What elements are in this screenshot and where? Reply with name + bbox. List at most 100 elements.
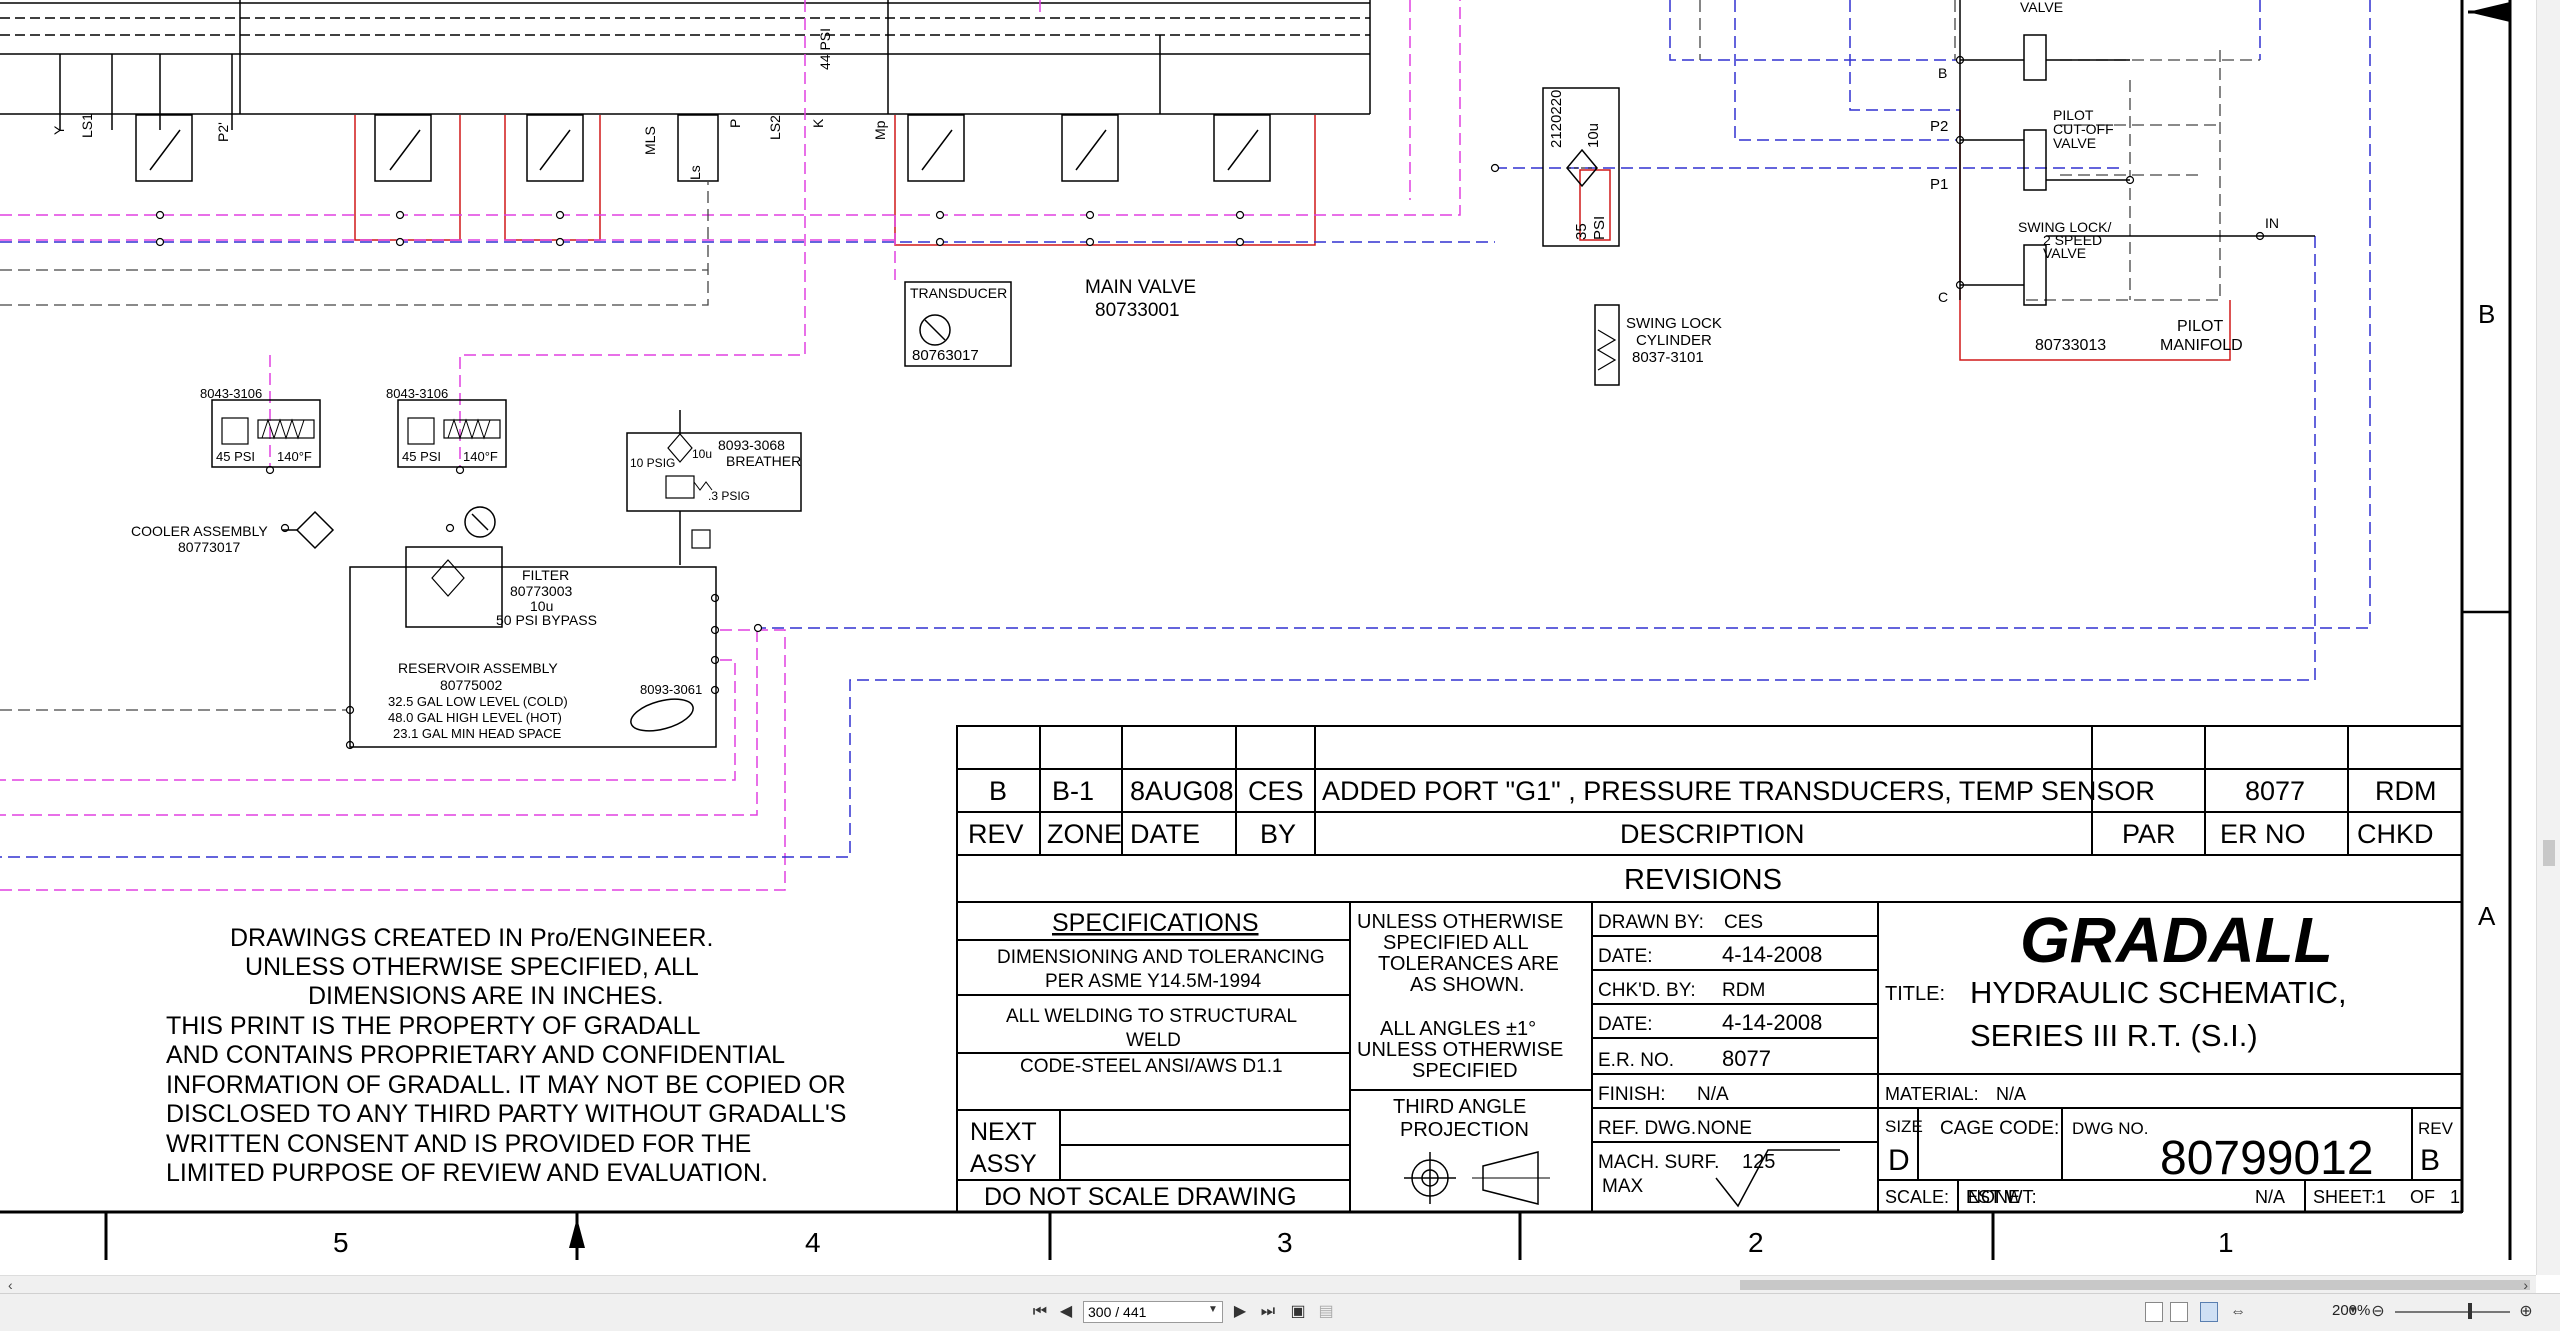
transducer-pn: 80763017: [912, 347, 979, 364]
main-valve-sections: [135, 114, 1271, 182]
swing-cyl-1: SWING LOCK: [1626, 315, 1722, 332]
title-block-grid: [957, 902, 2462, 1212]
tol-line-5: ALL ANGLES ±1°: [1380, 1018, 1536, 1040]
filter-label-3: 10u: [530, 598, 553, 614]
rev-er-value: 8077: [2245, 776, 2305, 806]
single-page-view-icon[interactable]: [2145, 1302, 2163, 1322]
breather-label: BREATHER: [726, 453, 801, 469]
page-dropdown-icon[interactable]: ▼: [1208, 1304, 1218, 1315]
zone-3: 3: [1277, 1227, 1293, 1258]
finish-label: FINISH:: [1598, 1084, 1666, 1105]
reservoir-label-1: RESERVOIR ASSEMBLY: [398, 660, 558, 676]
title-line-2: SERIES III R.T. (S.I.): [1970, 1018, 2258, 1053]
zoom-out-icon[interactable]: ⊖: [2371, 1303, 2385, 1320]
spec-line-1: DIMENSIONING AND TOLERANCING: [997, 947, 1325, 968]
note-line-1: DRAWINGS CREATED IN Pro/ENGINEER.: [230, 924, 713, 952]
ref-dwg-label: REF. DWG.: [1598, 1118, 1696, 1139]
filter-label-2: 80773003: [510, 583, 573, 599]
mach-surf-value: 125: [1742, 1151, 1775, 1173]
port-k: K: [810, 118, 826, 128]
breather-10u: 10u: [692, 447, 712, 461]
zoom-slider[interactable]: [2395, 1311, 2510, 1313]
junction-dots: [155, 55, 2265, 750]
scroll-left-icon[interactable]: ‹: [8, 1277, 13, 1293]
title-label: TITLE:: [1885, 983, 1945, 1005]
relief-a-pn: 8043-3106: [200, 386, 262, 401]
relief-a-temp: 140°F: [277, 449, 312, 464]
next-label: NEXT: [970, 1118, 1037, 1146]
material-value: N/A: [1996, 1084, 2026, 1104]
reservoir: FILTER 80773003 10u 50 PSI BYPASS RESERV…: [349, 546, 717, 748]
scroll-right-icon[interactable]: ›: [2523, 1277, 2528, 1293]
note-line-7: DISCLOSED TO ANY THIRD PARTY WITHOUT GRA…: [166, 1100, 846, 1128]
rev-date-value: 8AUG08: [1130, 776, 1234, 806]
dwg-no-value: 80799012: [2160, 1132, 2374, 1185]
note-line-4: THIS PRINT IS THE PROPERTY OF GRADALL: [166, 1012, 700, 1040]
zone-5: 5: [333, 1227, 349, 1258]
do-not-scale: DO NOT SCALE DRAWING: [984, 1183, 1297, 1211]
horizontal-scrollbar[interactable]: ‹ ›: [0, 1275, 2536, 1294]
date-header: DATE: [1130, 819, 1200, 849]
pilot-filter-35: 35: [1573, 223, 1590, 240]
zoom-dropdown-icon[interactable]: ▼: [2348, 1305, 2358, 1316]
port-p: P: [727, 119, 743, 128]
vertical-scroll-thumb[interactable]: [2543, 840, 2555, 866]
zone-header: ZONE: [1047, 819, 1122, 849]
date2-label: DATE:: [1598, 1014, 1653, 1035]
chkd-label: CHK'D. BY:: [1598, 980, 1696, 1001]
first-page-icon[interactable]: ⏮: [1032, 1303, 1048, 1320]
zoom-in-icon[interactable]: ⊕: [2519, 1303, 2533, 1320]
tol-line-7: SPECIFIED: [1412, 1060, 1518, 1082]
reservoir-label-2: 80775002: [440, 677, 503, 693]
third-angle-symbol: [1404, 1151, 1550, 1205]
spec-line-5: CODE-STEEL ANSI/AWS D1.1: [1020, 1056, 1283, 1077]
compare-icon[interactable]: ▤: [1318, 1303, 1334, 1320]
main-valve-label: MAIN VALVE: [1085, 277, 1196, 298]
est-wt-value: N/A: [2255, 1187, 2285, 1207]
fit-width-icon[interactable]: ⇔: [2230, 1303, 2246, 1320]
rev-value: B: [989, 776, 1007, 806]
drawn-by-label: DRAWN BY:: [1598, 912, 1704, 933]
rev-zone-value: B-1: [1052, 776, 1094, 806]
date1-value: 4-14-2008: [1722, 942, 1822, 967]
zone-4: 4: [805, 1227, 821, 1258]
est-wt-label: EST WT:: [1966, 1187, 2037, 1207]
thumbnails-icon[interactable]: ▣: [1290, 1303, 1306, 1320]
spec-line-4: WELD: [1126, 1030, 1181, 1051]
reservoir-label-4: 48.0 GAL HIGH LEVEL (HOT): [388, 710, 562, 725]
continuous-view-icon[interactable]: [2170, 1302, 2188, 1322]
date1-label: DATE:: [1598, 946, 1653, 967]
zoom-level[interactable]: 200%: [2332, 1302, 2371, 1319]
description-header: DESCRIPTION: [1620, 819, 1805, 849]
last-page-icon[interactable]: ⏭: [1260, 1303, 1276, 1320]
horizontal-scroll-thumb[interactable]: [1740, 1280, 2530, 1290]
tol-line-4: AS SHOWN.: [1410, 974, 1524, 996]
port-ls1: LS1: [79, 113, 95, 138]
tol-line-3: TOLERANCES ARE: [1378, 953, 1559, 975]
drawing-sheet: Y LS1 P2' MLS Ls P LS2 K 44 PSI Mp: [0, 0, 2512, 1260]
tol-line-2: SPECIFIED ALL: [1383, 932, 1529, 954]
er-label: E.R. NO.: [1598, 1050, 1674, 1071]
page-number-input[interactable]: [1083, 1301, 1223, 1323]
pilot-manifold-2: MANIFOLD: [2160, 337, 2243, 354]
sheet-value: 1: [2376, 1187, 2386, 1207]
two-page-view-icon[interactable]: [2200, 1302, 2218, 1322]
tol-line-6: UNLESS OTHERWISE: [1357, 1039, 1563, 1061]
reservoir-label-3: 32.5 GAL LOW LEVEL (COLD): [388, 694, 568, 709]
vertical-scrollbar[interactable]: [2536, 0, 2560, 1275]
reservoir-label-5: 23.1 GAL MIN HEAD SPACE: [393, 726, 562, 741]
psi-44: 44 PSI: [817, 28, 833, 70]
pilot-manifold: [1959, 0, 2315, 306]
material-label: MATERIAL:: [1885, 1084, 1979, 1104]
relief-b-pn: 8043-3106: [386, 386, 448, 401]
zone-b: B: [2478, 299, 2495, 329]
pilot-filter-psi: PSI: [1591, 216, 1608, 240]
note-line-8: WRITTEN CONSENT AND IS PROVIDED FOR THE: [166, 1130, 751, 1158]
next-page-icon[interactable]: ▶: [1233, 1303, 1247, 1320]
manifold-pn: 80733013: [2035, 337, 2106, 354]
port-ls: Ls: [687, 165, 703, 180]
previous-page-icon[interactable]: ◀: [1059, 1303, 1073, 1320]
cooler-label-2: 80773017: [178, 539, 241, 555]
zoom-slider-thumb[interactable]: [2468, 1303, 2472, 1319]
breather-pn: 8093-3068: [718, 437, 785, 453]
